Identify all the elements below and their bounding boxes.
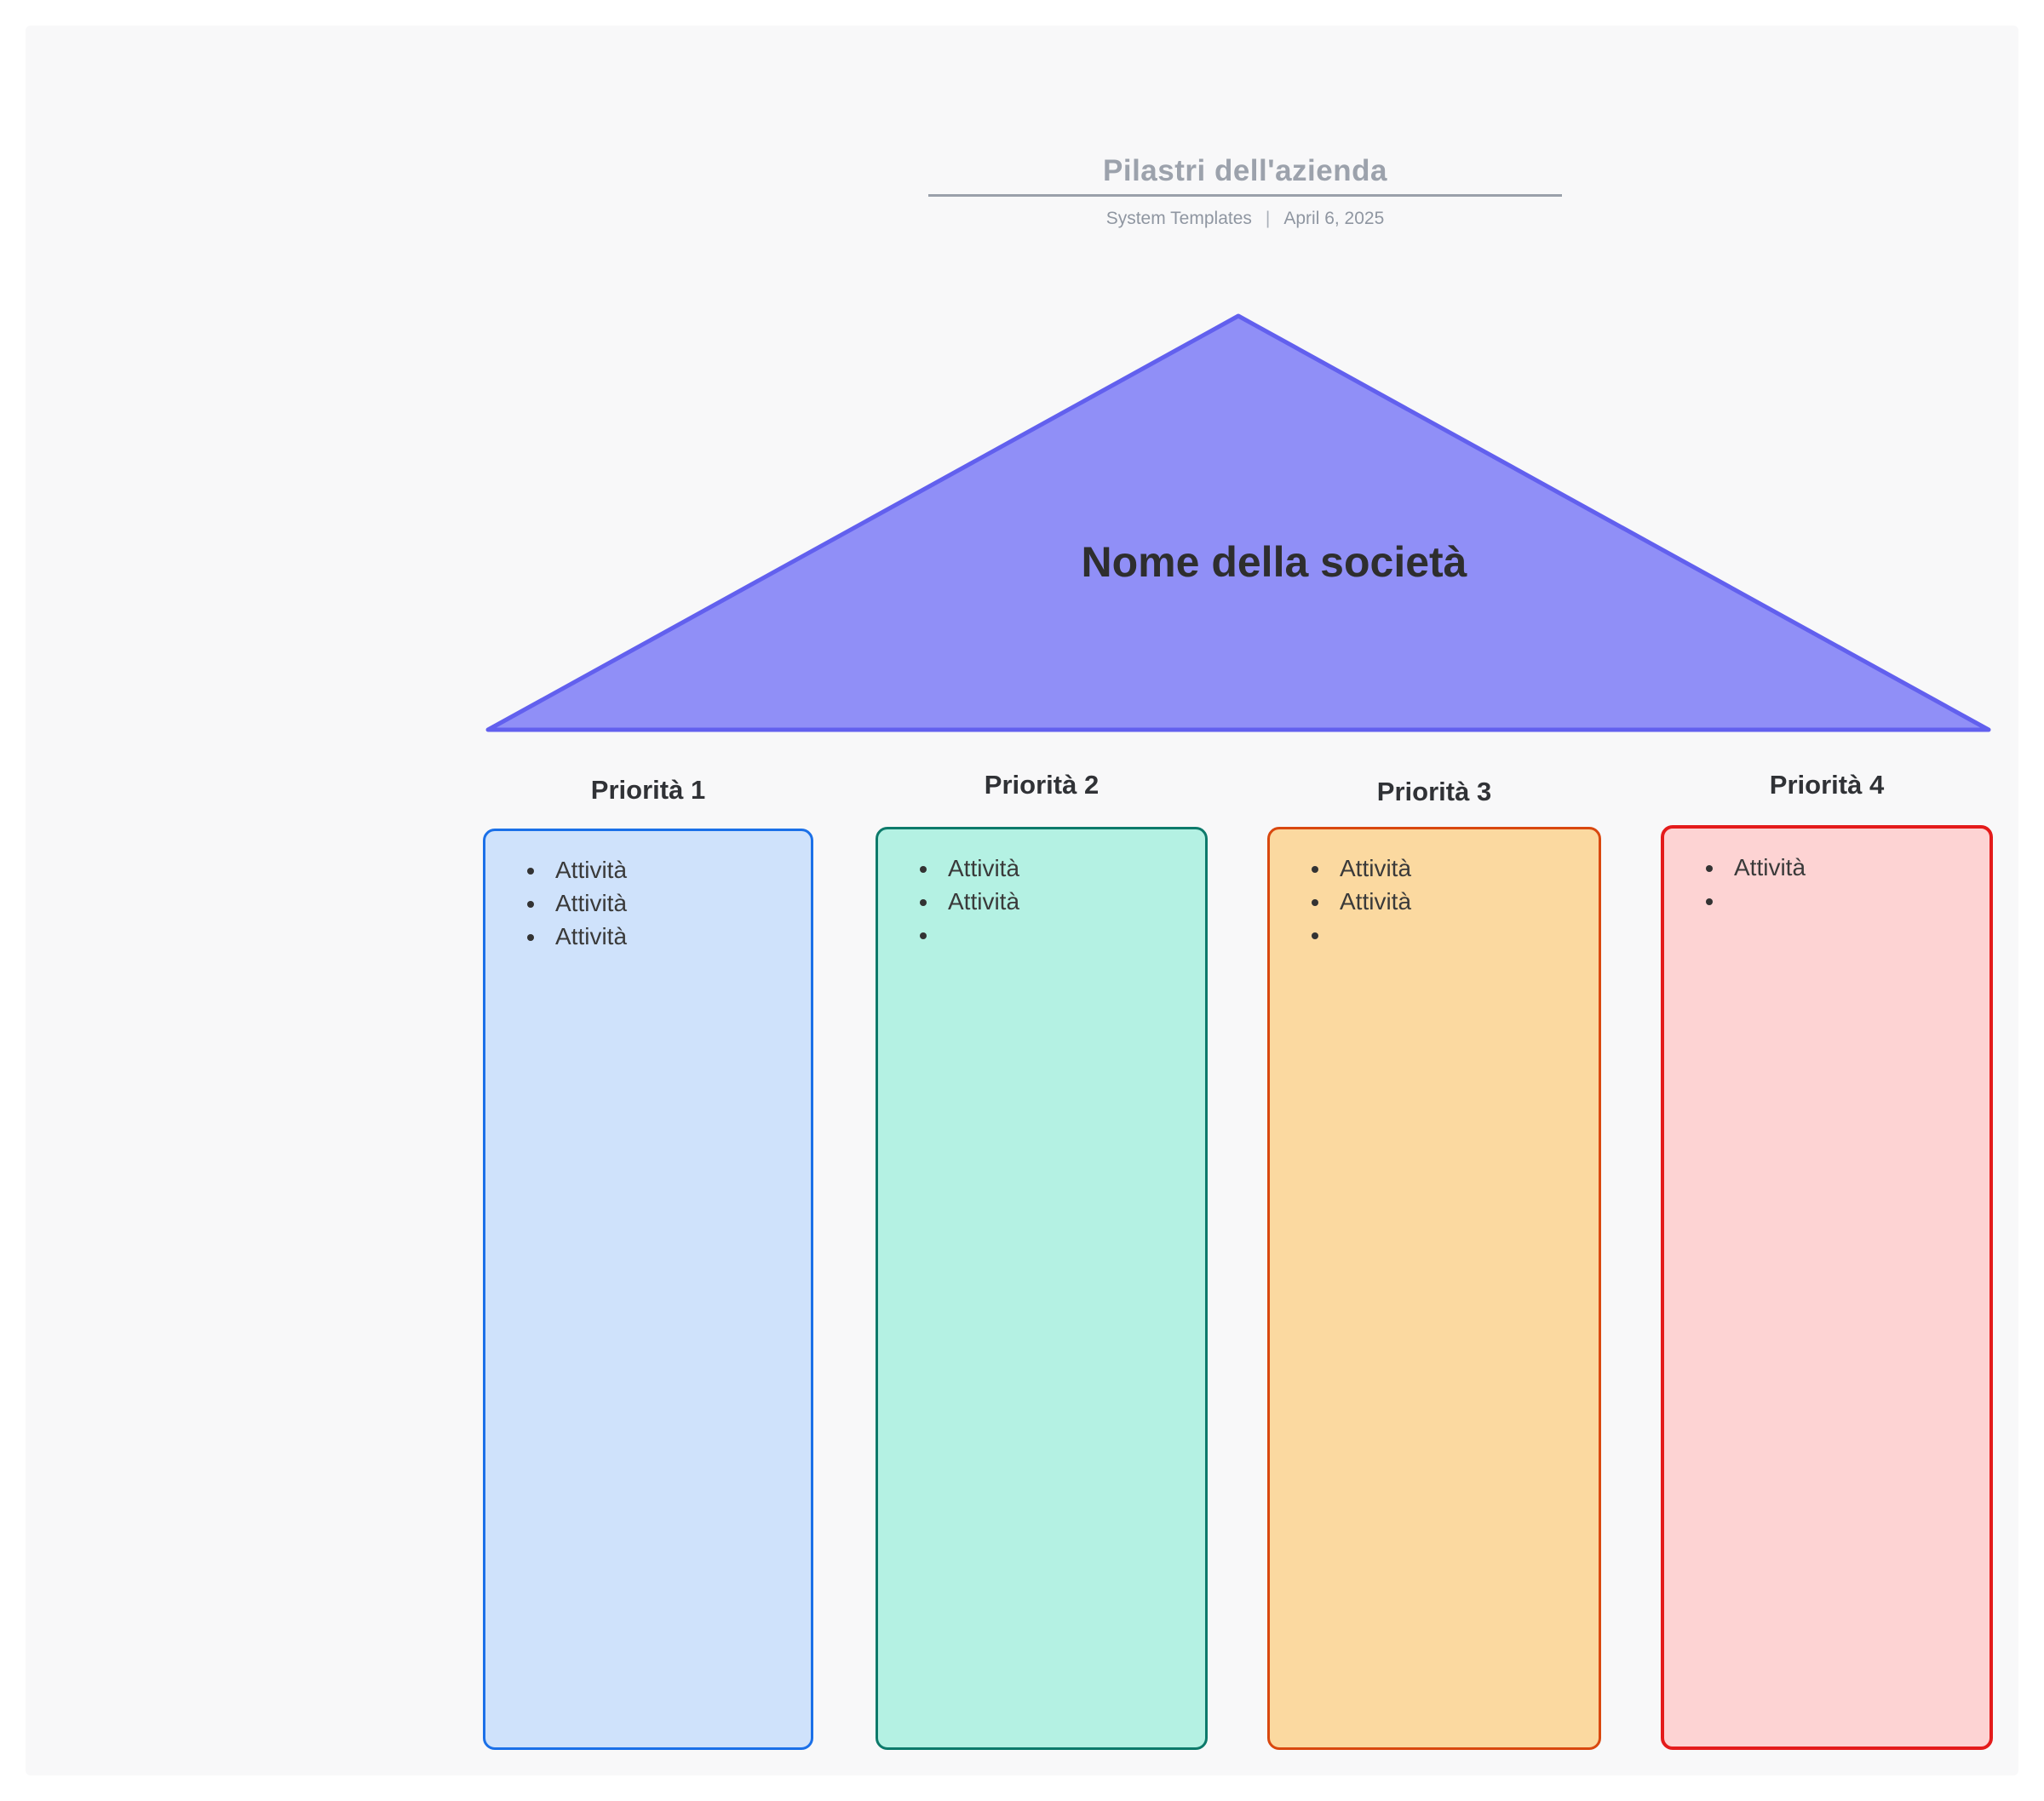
template-canvas: Pilastri dell'azienda System Templates | A…: [26, 26, 2018, 1775]
activity-item[interactable]: Attività: [547, 920, 802, 953]
roof-graphic: [485, 313, 1991, 732]
activity-item[interactable]: Attività: [1331, 852, 1590, 885]
pillar-box[interactable]: AttivitàAttività: [1267, 827, 1601, 1750]
pillar-box[interactable]: Attività: [1661, 825, 1993, 1750]
activity-item[interactable]: Attività: [939, 885, 1197, 918]
document-subtitle: System Templates | April 6, 2025: [928, 208, 1562, 230]
activity-item[interactable]: [1725, 884, 1981, 917]
pillar-box[interactable]: AttivitàAttività: [876, 827, 1208, 1750]
activity-list: AttivitàAttività: [878, 829, 1205, 951]
author-label: System Templates: [1105, 209, 1252, 228]
pillar-heading[interactable]: Priorità 4: [1769, 770, 1885, 800]
activity-item[interactable]: Attività: [547, 853, 802, 886]
activity-item[interactable]: [1331, 918, 1590, 951]
company-name-placeholder[interactable]: Nome della società: [1081, 538, 1467, 586]
activity-list: AttivitàAttività: [1270, 829, 1599, 951]
activity-list: Attività: [1664, 829, 1989, 917]
activity-item[interactable]: [939, 918, 1197, 951]
subtitle-separator: |: [1265, 209, 1271, 228]
activity-item[interactable]: Attività: [939, 852, 1197, 885]
pillar-heading[interactable]: Priorità 2: [984, 770, 1100, 800]
document-header: Pilastri dell'azienda System Templates | A…: [928, 153, 1562, 230]
pillar-box[interactable]: AttivitàAttivitàAttività: [483, 829, 813, 1750]
date-label: April 6, 2025: [1283, 209, 1385, 228]
pillar-heading[interactable]: Priorità 3: [1376, 777, 1492, 806]
activity-list: AttivitàAttivitàAttività: [485, 831, 811, 953]
pillar-heading[interactable]: Priorità 1: [590, 775, 706, 805]
activity-item[interactable]: Attività: [547, 886, 802, 920]
title-divider: [928, 194, 1562, 197]
page-title: Pilastri dell'azienda: [1103, 154, 1387, 187]
activity-item[interactable]: Attività: [1331, 885, 1590, 918]
roof-triangle[interactable]: [485, 313, 1991, 732]
activity-item[interactable]: Attività: [1725, 851, 1981, 884]
